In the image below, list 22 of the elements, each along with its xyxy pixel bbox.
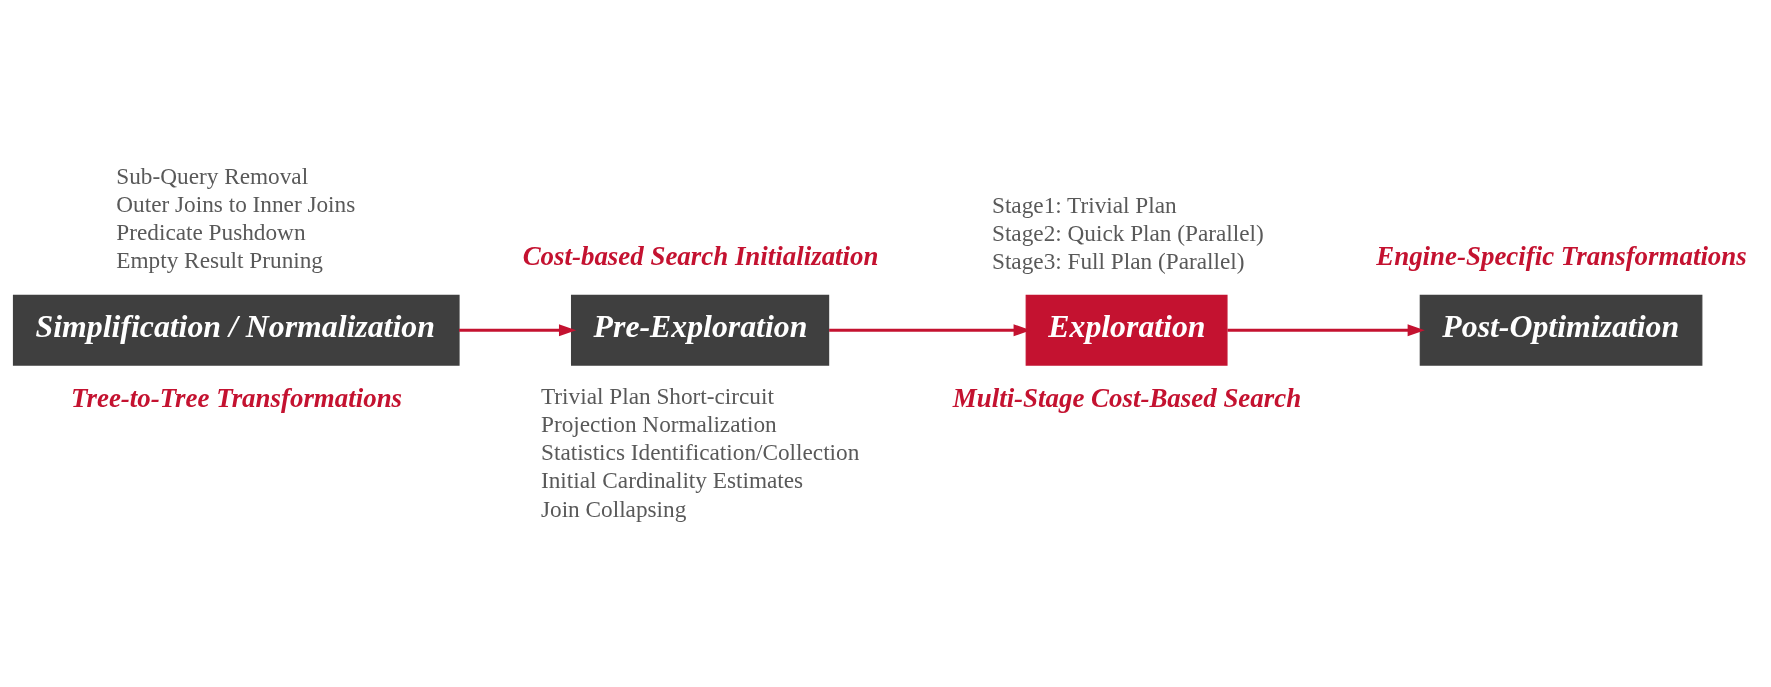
node-box: Exploration bbox=[1025, 294, 1228, 366]
node-label: Trivial Plan Short-circuit bbox=[540, 382, 774, 409]
node-label: Sub-Query Removal bbox=[116, 162, 309, 189]
node-label: Cost-based Search Initialization bbox=[522, 240, 879, 271]
arrow bbox=[459, 323, 577, 336]
node-label: Projection Normalization bbox=[540, 410, 777, 437]
node-box: Simplification / Normalization bbox=[12, 294, 460, 366]
node-label: Tree-to-Tree Transformations bbox=[71, 382, 403, 413]
node-label: Engine-Specific Transformations bbox=[1376, 240, 1747, 271]
node-box: Pre-Exploration bbox=[571, 294, 830, 366]
arrow bbox=[1227, 323, 1425, 336]
node-label: Initial Cardinality Estimates bbox=[540, 466, 804, 493]
node-label: Join Collapsing bbox=[540, 495, 687, 521]
node-label: Empty Result Pruning bbox=[116, 246, 324, 273]
node-box: Post-Optimization bbox=[1419, 294, 1703, 366]
node-label: Statistics Identification/Collection bbox=[540, 438, 860, 465]
node-label: Stage1: Trivial Plan bbox=[991, 191, 1177, 218]
node-label: Predicate Pushdown bbox=[116, 218, 306, 245]
node-label: Stage3: Full Plan (Parallel) bbox=[991, 247, 1245, 274]
node-label: Outer Joins to Inner Joins bbox=[116, 190, 356, 217]
node-label: Multi-Stage Cost-Based Search bbox=[952, 382, 1302, 413]
node-label: Stage2: Quick Plan (Parallel) bbox=[991, 219, 1264, 246]
